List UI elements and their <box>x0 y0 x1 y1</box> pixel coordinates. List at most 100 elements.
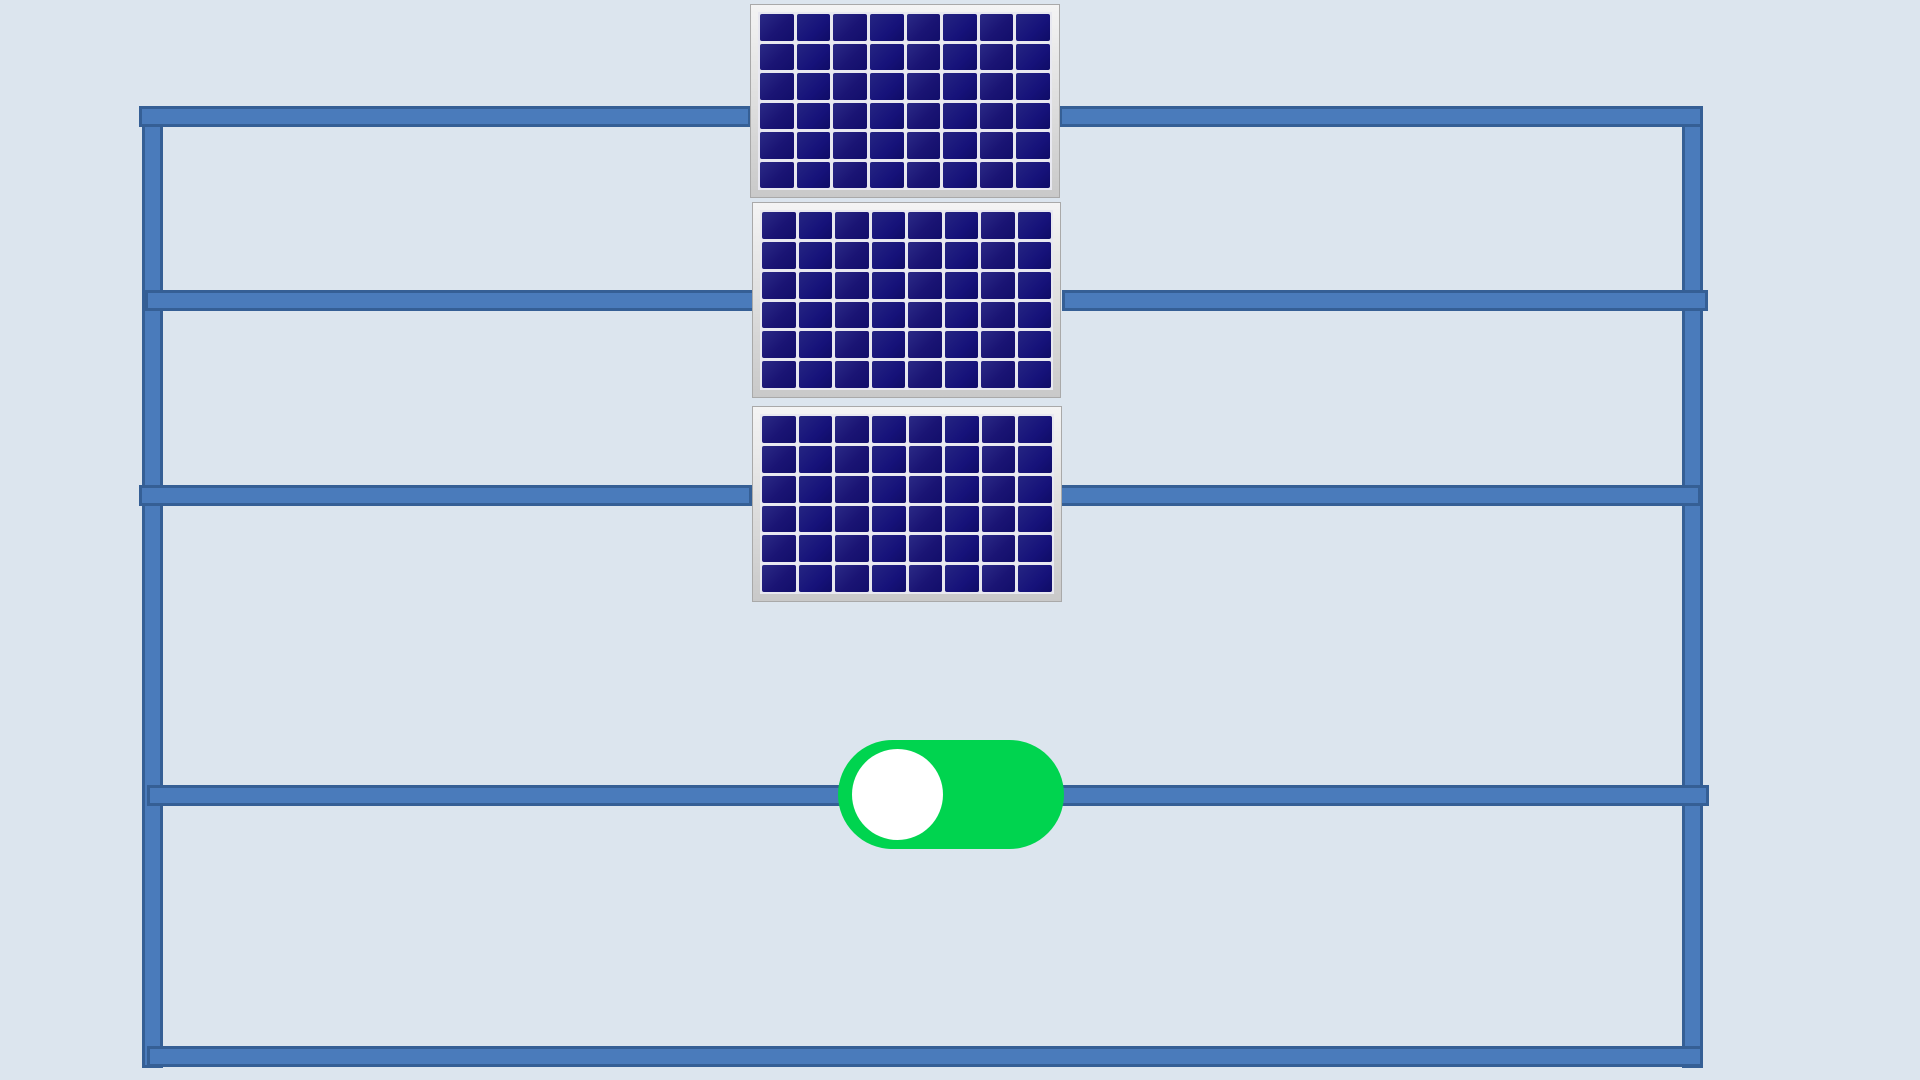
solar-cell <box>906 43 941 70</box>
solar-cell <box>869 102 904 129</box>
solar-cell <box>981 475 1016 503</box>
solar-cell <box>1017 212 1051 239</box>
solar-cell <box>1017 271 1051 299</box>
solar-cell <box>798 361 832 388</box>
solar-cell <box>1018 535 1052 563</box>
solar-cell <box>762 565 796 592</box>
solar-cells <box>760 210 1053 390</box>
solar-cell <box>798 505 833 533</box>
solar-cell <box>908 361 942 388</box>
solar-cell <box>762 475 796 503</box>
solar-cell <box>908 535 943 563</box>
solar-cell <box>760 132 794 159</box>
solar-cell <box>798 445 833 473</box>
solar-cell <box>944 301 978 329</box>
solar-cell <box>1016 102 1050 129</box>
solar-cell <box>1017 301 1051 329</box>
solar-cell <box>944 331 978 359</box>
solar-cell <box>908 445 943 473</box>
solar-cell <box>798 416 833 443</box>
solar-cell <box>835 475 869 503</box>
solar-cell <box>833 102 867 129</box>
wire-switch-right <box>1055 785 1709 806</box>
solar-cell <box>906 73 941 100</box>
solar-cell <box>1016 132 1050 159</box>
solar-cell <box>835 212 869 239</box>
toggle-switch[interactable] <box>838 740 1064 849</box>
solar-cell <box>762 271 796 299</box>
solar-cell <box>871 301 905 329</box>
solar-cell <box>833 73 867 100</box>
solar-cell <box>944 271 978 299</box>
solar-cell <box>869 14 904 41</box>
wire-top-left <box>139 106 751 127</box>
solar-cell <box>796 73 831 100</box>
solar-cell <box>760 161 794 188</box>
solar-cell <box>981 505 1016 533</box>
solar-cell <box>1016 14 1050 41</box>
solar-cell <box>945 535 979 563</box>
solar-cell <box>869 161 904 188</box>
solar-cell <box>869 43 904 70</box>
solar-cell <box>871 505 906 533</box>
solar-cell <box>835 331 869 359</box>
solar-cell <box>906 14 941 41</box>
solar-cell <box>981 271 1015 299</box>
wire-row3-right <box>1058 485 1701 506</box>
solar-cells <box>758 12 1052 190</box>
solar-cell <box>945 416 979 443</box>
solar-cell <box>1016 161 1050 188</box>
solar-cell <box>945 475 979 503</box>
solar-cell <box>798 241 832 269</box>
solar-cell <box>981 361 1015 388</box>
solar-cell <box>943 43 977 70</box>
solar-cell <box>943 14 977 41</box>
solar-cell <box>1018 445 1052 473</box>
solar-cell <box>871 361 905 388</box>
solar-cell <box>871 565 906 592</box>
solar-cell <box>798 301 832 329</box>
solar-cell <box>762 241 796 269</box>
solar-cell <box>943 102 977 129</box>
solar-panel-top <box>750 4 1060 198</box>
solar-cell <box>871 445 906 473</box>
wire-top-right <box>1059 106 1703 127</box>
solar-cell <box>835 271 869 299</box>
solar-cell <box>908 416 943 443</box>
solar-cell <box>979 161 1014 188</box>
solar-cell <box>835 505 869 533</box>
solar-cell <box>945 565 979 592</box>
solar-cell <box>762 331 796 359</box>
solar-cell <box>981 241 1015 269</box>
toggle-switch-knob[interactable] <box>852 749 943 840</box>
wire-switch-left <box>147 785 847 806</box>
solar-panel-middle <box>752 202 1061 398</box>
solar-cell <box>1018 565 1052 592</box>
solar-cell <box>945 445 979 473</box>
solar-cell <box>798 475 833 503</box>
solar-cell <box>871 212 905 239</box>
solar-cell <box>981 445 1016 473</box>
solar-cell <box>943 132 977 159</box>
solar-cell <box>1016 73 1050 100</box>
solar-cell <box>1018 475 1052 503</box>
wire-row2-left <box>145 290 757 311</box>
solar-cell <box>906 161 941 188</box>
wire-left-vertical <box>142 108 163 1068</box>
solar-cell <box>981 565 1016 592</box>
solar-cell <box>762 416 796 443</box>
solar-cell <box>762 301 796 329</box>
solar-cell <box>760 14 794 41</box>
solar-cell <box>871 475 906 503</box>
solar-cell <box>908 212 942 239</box>
solar-cell <box>1017 241 1051 269</box>
solar-cell <box>760 102 794 129</box>
solar-cell <box>796 14 831 41</box>
solar-cell <box>798 535 833 563</box>
solar-cell <box>906 102 941 129</box>
solar-cell <box>871 241 905 269</box>
solar-cell <box>981 416 1016 443</box>
solar-cell <box>944 212 978 239</box>
solar-cell <box>981 212 1015 239</box>
solar-cell <box>796 161 831 188</box>
